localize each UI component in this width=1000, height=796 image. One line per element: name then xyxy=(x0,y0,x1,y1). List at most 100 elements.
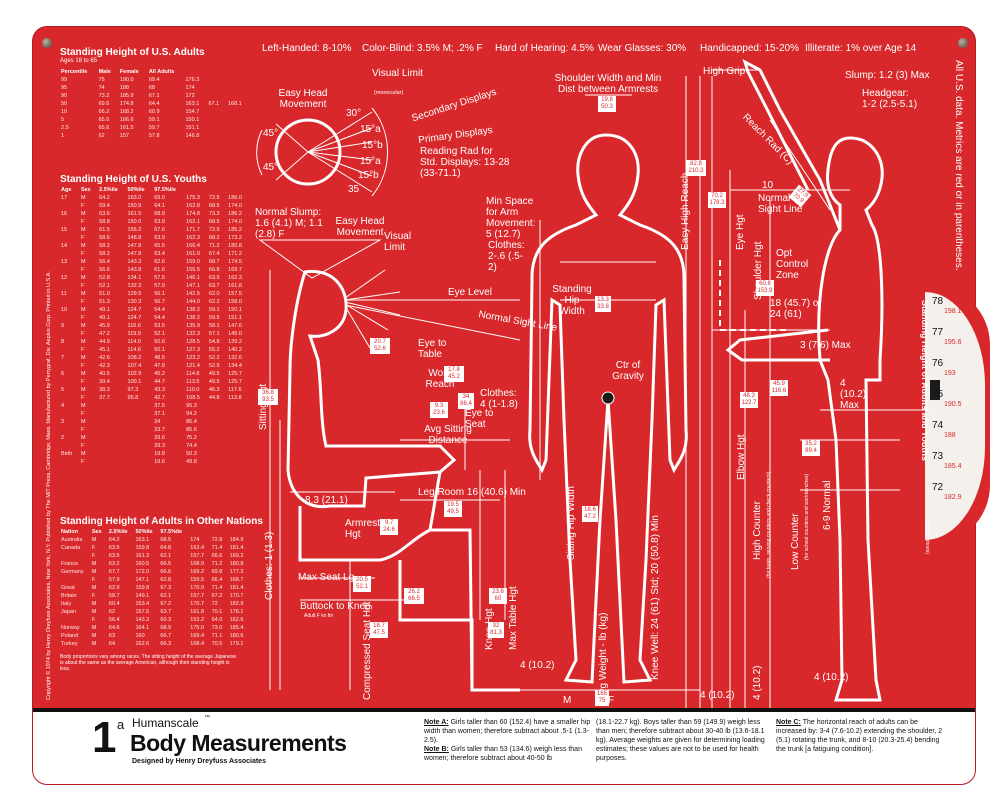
table-cell: 168.1 xyxy=(227,101,242,107)
table-cell: 43.3 xyxy=(154,387,165,393)
trademark: ™ xyxy=(204,715,210,721)
table-cell: 123.2 xyxy=(186,355,200,361)
table-cell: 63.5 xyxy=(108,553,120,559)
table-cell: 172.0 xyxy=(135,569,150,575)
table-cell: 97.3 xyxy=(127,387,139,393)
table-header-cell: Percentile xyxy=(61,69,88,75)
seated-sight-rays xyxy=(344,269,401,349)
table-cell: 185.4 xyxy=(229,625,244,631)
table-cell: 181.4 xyxy=(229,585,244,591)
sitting-hip-width-label: Sitting Hip Width xyxy=(566,486,577,560)
table-cell: 161.8 xyxy=(228,283,242,289)
table-cell: 64.4 xyxy=(148,101,160,107)
table-cell: 37.7 xyxy=(99,395,110,401)
table-header-cell: 97.5%ile xyxy=(154,187,176,193)
table-cell: 68.2 xyxy=(208,235,220,241)
table-cell: 65.5 xyxy=(154,243,165,249)
table-cell: 162.3 xyxy=(228,275,242,281)
table-cell: 190.0 xyxy=(119,77,134,83)
table-cell: 67.2 xyxy=(211,593,223,599)
leg-room-label: Leg Room 16 (40.6) Min xyxy=(418,487,526,498)
dial-tick-cm: 185.4 xyxy=(944,463,962,470)
table-cell: 148.8 xyxy=(127,235,142,241)
table-cell: F xyxy=(80,411,85,417)
table-cell: 68.5 xyxy=(160,537,172,543)
table-cell: 57.9 xyxy=(154,283,165,289)
table-cell: 11 xyxy=(61,291,67,297)
table-cell: 169.2 xyxy=(190,569,205,575)
table-cell: M xyxy=(80,227,86,233)
color-blind-stat: Color-Blind: 3.5% M; .2% F xyxy=(362,43,483,54)
seated-view-cone xyxy=(258,239,382,279)
table-cell: 125.7 xyxy=(228,379,242,385)
angle-35: 35 xyxy=(348,184,360,195)
table-cell: M xyxy=(80,195,86,201)
table-cell: 102.9 xyxy=(127,371,142,377)
table-cell: 174 xyxy=(190,537,200,543)
avg-weight-label: Avg Weight - lb (kg) xyxy=(598,612,609,700)
table-cell: 7 xyxy=(61,355,65,361)
table-cell: 139.2 xyxy=(228,339,242,345)
table-cell: 58.6 xyxy=(99,235,110,241)
table-cell: 100.1 xyxy=(127,379,142,385)
plate-number-suffix: a xyxy=(117,717,125,732)
table-cell: 50.1 xyxy=(154,347,165,353)
table-header-cell: 50%ile xyxy=(127,187,145,193)
table-cell: 132.3 xyxy=(186,331,200,337)
table-cell: 57.5 xyxy=(154,275,165,281)
table-cell: 54.8 xyxy=(208,339,220,345)
dial-tick-inches: 76 xyxy=(932,358,944,369)
min-arm-space-label: Min Space for Arm Movement: 5 (12.7) xyxy=(486,196,536,240)
table-cell: 5 xyxy=(61,117,65,123)
table-cell: 3 xyxy=(61,419,65,425)
note-weights: (18.1-22.7 kg). Boys taller than 59 (149… xyxy=(596,719,765,762)
table-cell: 67.6 xyxy=(154,227,165,233)
table-cell: 90 xyxy=(61,93,68,99)
table-cell: 56.7 xyxy=(154,299,165,305)
table-cell: 67.1 xyxy=(208,101,220,107)
table-cell: 44.8 xyxy=(208,395,220,401)
youths-table-title: Standing Height of U.S. Youths xyxy=(60,174,207,185)
table-cell: 184.9 xyxy=(229,537,244,543)
table-cell: F xyxy=(80,443,85,449)
table-cell: 12 xyxy=(61,275,68,281)
table-cell: 174.8 xyxy=(186,211,200,217)
table-header-cell: Female xyxy=(119,69,139,75)
max-3-label: 3 (7.6) Max xyxy=(800,340,851,351)
table-cell: 58.1 xyxy=(208,323,220,329)
table-cell: 10 xyxy=(61,307,68,313)
table-cell: F xyxy=(80,459,85,465)
table-cell: 161.3 xyxy=(135,553,150,559)
table-cell: 170.9 xyxy=(190,585,205,591)
table-cell: 40.5 xyxy=(99,371,110,377)
table-cell: 62.1 xyxy=(160,553,172,559)
table-cell: 124.7 xyxy=(127,315,142,321)
eye-to-table-label: Eye to Table xyxy=(418,338,447,360)
table-cell: 45.9 xyxy=(99,323,110,329)
reading-radius-label: Reading Rad for Std. Displays: 13-28 (33… xyxy=(420,146,510,179)
table-cell: 62.8 xyxy=(160,577,172,583)
table-cell: 14 xyxy=(61,243,68,249)
nations-table-title: Standing Height of Adults in Other Natio… xyxy=(60,516,263,527)
table-cell: 75 xyxy=(98,77,105,83)
angle-15a-1: 15°a xyxy=(360,124,381,135)
table-cell: 159.0 xyxy=(186,259,200,265)
side-4-10-a: 4 (10.2) xyxy=(752,665,763,700)
table-cell: 67.4 xyxy=(208,251,220,257)
table-cell: 49.1 xyxy=(99,307,110,313)
dial-tick-inches: 77 xyxy=(932,327,944,338)
note-c: Note C: The horizontal reach of adults c… xyxy=(776,719,943,753)
table-cell: 62 xyxy=(108,609,116,615)
